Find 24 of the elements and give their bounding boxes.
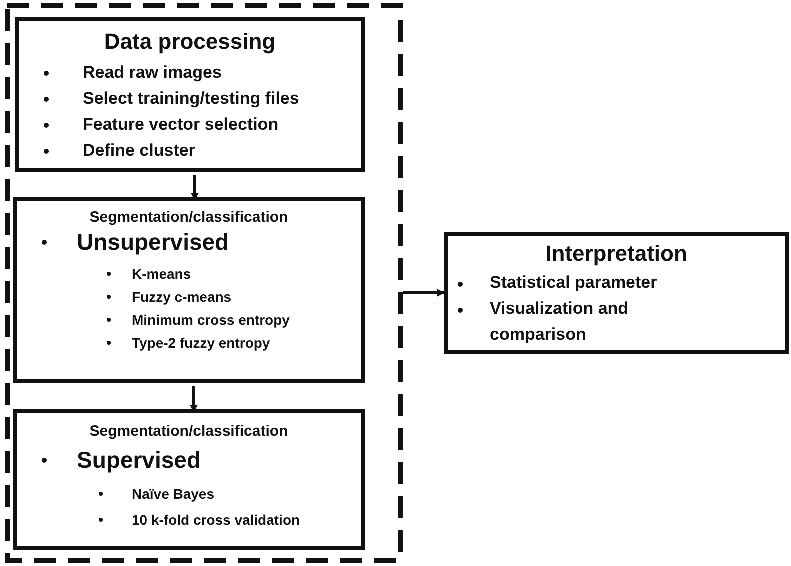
bullet-item: Minimum cross entropy [132,312,290,329]
process-box [444,232,789,354]
bullet-item: Read raw images [83,63,222,84]
box-heading: Interpretation [544,241,688,268]
bullet-item: Unsupervised [77,229,230,257]
process-box [13,197,365,383]
bullet-item: Define cluster [83,141,196,162]
bullet-item: Fuzzy c-means [132,289,232,306]
box-subheading: Segmentation/classification [88,209,290,227]
process-box [13,409,365,550]
bullet-item: Supervised [77,447,201,475]
dashed-group-border [5,3,403,563]
box-subheading: Segmentation/classification [88,423,290,441]
bullet-item: Feature vector selection [83,115,279,136]
bullet-item: 10 k-fold cross validation [132,512,300,529]
bullet-item: Type-2 fuzzy entropy [132,335,270,352]
bullet-item: Select training/testing files [83,89,300,110]
box-heading: Data processing [103,29,277,56]
bullet-item: Visualization and comparison [490,298,630,346]
process-box [15,17,365,172]
bullet-item: Statistical parameter [490,272,658,294]
bullet-item: Naïve Bayes [132,486,215,503]
bullet-item: K-means [132,266,192,283]
arrow [403,289,445,297]
